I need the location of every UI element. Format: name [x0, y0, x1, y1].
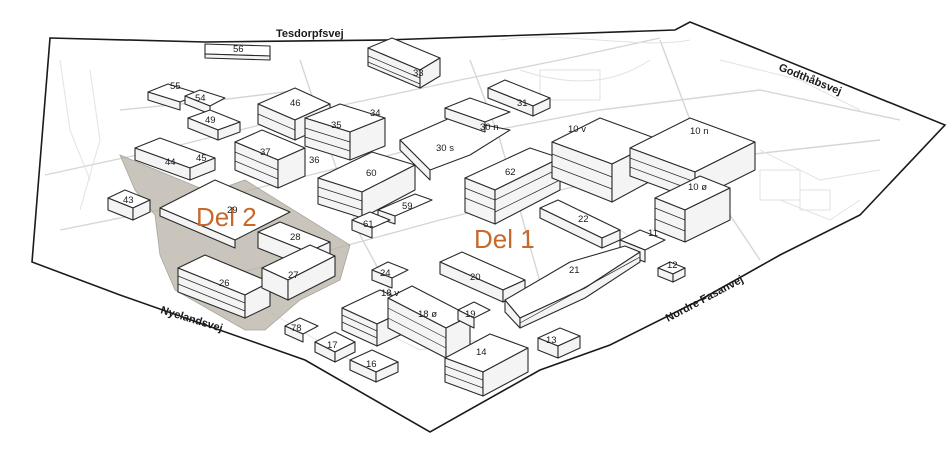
building-22	[539, 199, 621, 249]
building-label-10o: 10 ø	[688, 182, 707, 193]
building-label-36: 36	[309, 155, 320, 166]
building-label-59: 59	[402, 201, 413, 212]
building-label-17: 17	[327, 340, 338, 351]
building-label-78: 78	[291, 323, 302, 334]
building-label-45: 45	[196, 153, 207, 164]
building-label-14: 14	[476, 347, 487, 358]
building-60	[317, 151, 416, 219]
building-10o	[654, 175, 731, 243]
building-label-13: 13	[546, 335, 557, 346]
building-label-55: 55	[170, 81, 181, 92]
building-label-43: 43	[123, 195, 134, 206]
building-label-10v: 10 v	[568, 124, 586, 135]
building-label-10n: 10 n	[690, 126, 709, 137]
building-56	[204, 43, 271, 61]
zone-label-del1: Del 1	[474, 224, 535, 254]
building-label-30n: 30 n	[480, 122, 499, 133]
building-label-49: 49	[205, 115, 216, 126]
building-30	[399, 97, 511, 181]
building-43	[107, 189, 151, 221]
building-44-45	[134, 137, 216, 181]
building-29	[159, 179, 291, 249]
building-label-19: 19	[465, 309, 476, 320]
building-label-37: 37	[260, 147, 271, 158]
building-label-54: 54	[195, 93, 206, 104]
building-label-18o: 18 ø	[418, 309, 437, 320]
building-21	[504, 245, 641, 329]
building-label-35: 35	[331, 120, 342, 131]
building-31	[487, 79, 551, 117]
building-17	[314, 331, 356, 363]
building-49	[187, 109, 241, 141]
building-label-16: 16	[366, 359, 377, 370]
building-label-60: 60	[366, 168, 377, 179]
building-14	[444, 333, 529, 397]
building-label-28: 28	[290, 232, 301, 243]
building-33	[367, 37, 441, 89]
building-label-20: 20	[470, 272, 481, 283]
building-13	[537, 327, 581, 359]
building-label-44: 44	[165, 157, 176, 168]
building-62	[464, 147, 561, 225]
building-37-36	[234, 129, 306, 189]
building-26-27	[177, 244, 336, 319]
building-label-56: 56	[233, 44, 244, 55]
building-label-21: 21	[569, 265, 580, 276]
building-label-12: 12	[667, 260, 678, 271]
building-label-29: 29	[227, 205, 238, 216]
building-label-61: 61	[363, 219, 374, 230]
building-label-46: 46	[290, 98, 301, 109]
building-label-31: 31	[517, 98, 528, 109]
building-16	[349, 349, 399, 383]
buildings	[107, 37, 756, 397]
building-19	[457, 301, 491, 329]
building-20	[439, 251, 526, 303]
building-55-54	[147, 83, 226, 115]
building-labels: 56 33 31 55 54 46 34 35 49 30 n 10 v 10 …	[123, 44, 709, 370]
building-35-34	[304, 103, 386, 161]
building-78	[284, 317, 319, 343]
street-label-north: Tesdorpfsvej	[276, 28, 344, 40]
building-label-62: 62	[505, 167, 516, 178]
building-label-11: 11	[648, 228, 658, 239]
building-label-18v: 18 v	[381, 288, 399, 299]
building-12	[657, 261, 686, 283]
zone-label-del2: Del 2	[196, 202, 257, 232]
building-label-26: 26	[219, 278, 230, 289]
building-label-24: 24	[380, 268, 391, 279]
building-label-30s: 30 s	[436, 143, 454, 154]
building-label-33: 33	[413, 68, 424, 79]
building-59-61	[351, 193, 433, 239]
building-label-22: 22	[578, 214, 589, 225]
building-label-27: 27	[288, 270, 299, 281]
building-label-34: 34	[370, 108, 381, 119]
